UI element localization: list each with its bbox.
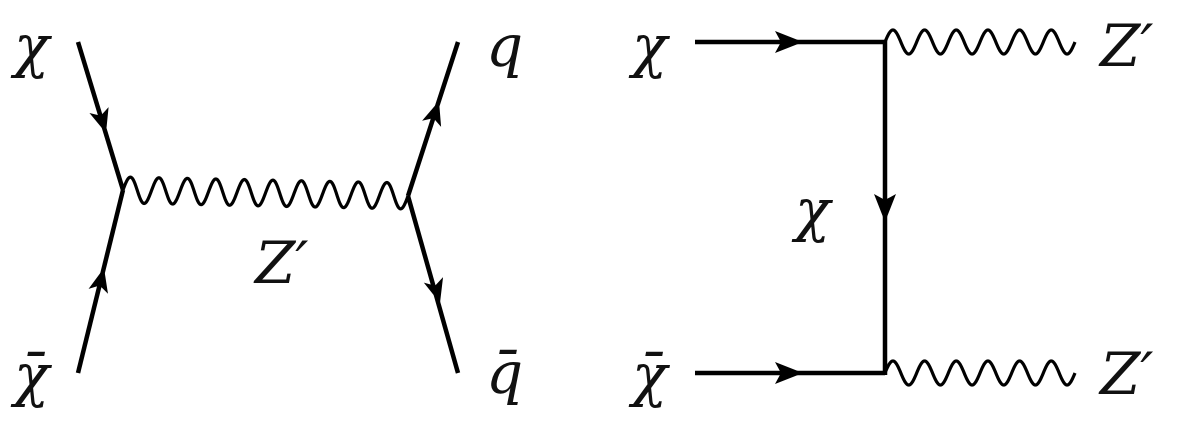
outgoing-qbar-line [405, 195, 461, 374]
outgoing-q-line [405, 41, 461, 197]
outgoing-zprime-wave-top [883, 28, 1077, 56]
mediator-wave-zprime [121, 175, 410, 211]
label-chibar-in: χ̄ [628, 341, 670, 409]
arrow-chi-in [775, 31, 803, 53]
arrow-q-out [422, 101, 442, 127]
outgoing-zprime-wave-bottom [883, 359, 1077, 387]
label-chibar-in: χ̄ [10, 341, 52, 409]
label-zprime-out-top: Z′ [1098, 12, 1153, 80]
t-channel-diagram: χ χ̄ χ Z′ Z′ [628, 12, 1153, 409]
arrow-qbar-out [423, 277, 444, 303]
label-qbar-out: q̄ [486, 339, 523, 407]
label-chi-in: χ [628, 12, 670, 80]
label-q-out: q [486, 12, 523, 80]
label-chi-propagator: χ [791, 176, 833, 244]
label-chi-in: χ [10, 12, 52, 80]
label-mediator-zprime: Z′ [253, 229, 308, 297]
arrow-propagator [874, 194, 896, 222]
s-channel-diagram: χ χ̄ q q̄ Z′ [10, 12, 523, 409]
arrow-chi-in [89, 107, 109, 133]
arrow-chibar-in [88, 268, 108, 294]
label-zprime-out-bottom: Z′ [1098, 340, 1153, 408]
arrow-chibar-in [775, 362, 803, 384]
